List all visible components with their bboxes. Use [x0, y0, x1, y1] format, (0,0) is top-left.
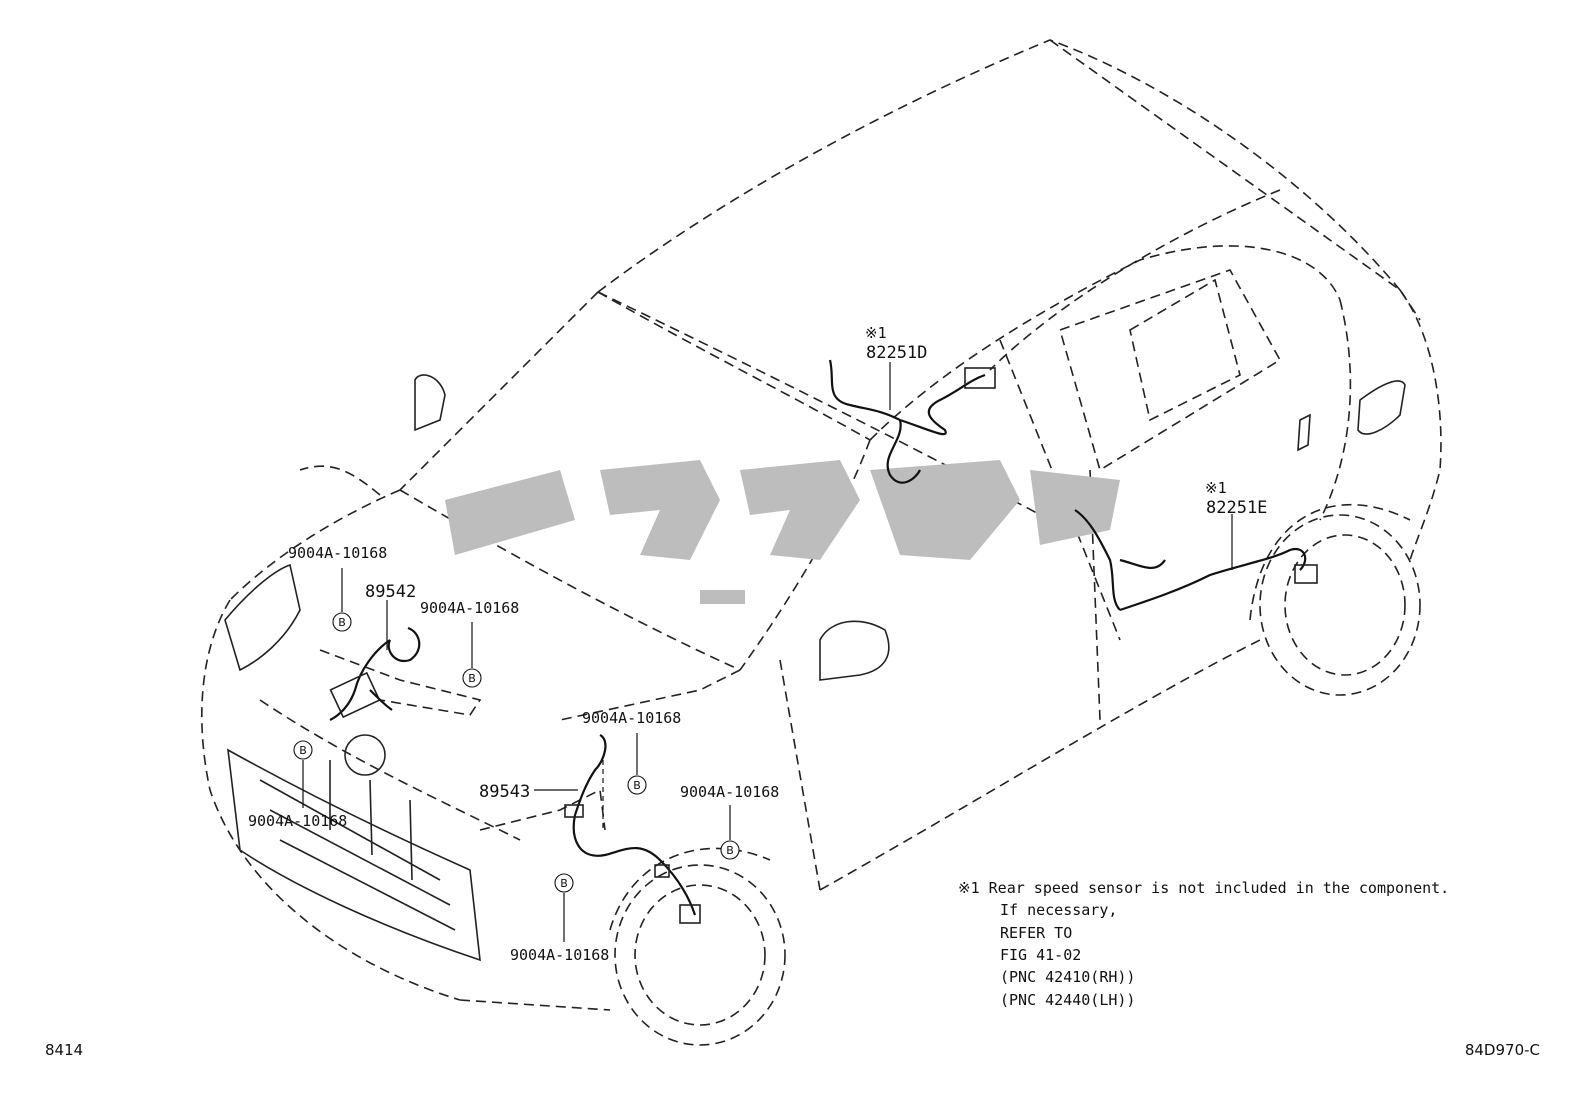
footnote-line: REFER TO [1000, 924, 1072, 942]
svg-text:B: B [338, 616, 346, 629]
footnote-line: ※1 Rear speed sensor is not included in … [958, 879, 1449, 897]
footnote-line: If necessary, [1000, 901, 1117, 919]
clip-marker: B [293, 740, 313, 760]
wire-89542 [329, 626, 421, 721]
svg-text:B: B [560, 877, 568, 890]
footnote-line: FIG 41-02 [1000, 946, 1081, 964]
label-clip-9004a-10168: 9004A-10168 [582, 709, 681, 727]
svg-text:B: B [633, 779, 641, 792]
clip-marker: B [720, 840, 740, 860]
wire-82251e [1074, 509, 1318, 612]
note-marker: ※1 [1205, 479, 1227, 497]
leader-lines [302, 362, 1233, 942]
label-clip-9004a-10168: 9004A-10168 [680, 783, 779, 801]
watermark-logo [445, 460, 1120, 604]
svg-text:B: B [468, 672, 476, 685]
label-part-89542: 89542 [365, 582, 416, 602]
wire-89543 [564, 734, 701, 924]
svg-text:B: B [726, 844, 734, 857]
footnote-line: (PNC 42410(RH)) [1000, 968, 1135, 986]
wire-82251d [828, 359, 996, 484]
clip-marker: B [462, 668, 482, 688]
clip-marker: B [554, 873, 574, 893]
figure-code-right: 84D970-C [1465, 1041, 1540, 1059]
page-code-left: 8414 [45, 1041, 83, 1059]
label-part-82251e: 82251E [1206, 498, 1267, 518]
clip-marker: B [627, 775, 647, 795]
label-clip-9004a-10168: 9004A-10168 [248, 812, 347, 830]
label-clip-9004a-10168: 9004A-10168 [420, 599, 519, 617]
footnote: ※1 Rear speed sensor is not included in … [958, 879, 1449, 1009]
label-clip-9004a-10168: 9004A-10168 [510, 946, 609, 964]
footnote-line: (PNC 42440(LH)) [1000, 991, 1135, 1009]
clip-marker: B [332, 612, 352, 632]
label-part-82251d: 82251D [866, 343, 927, 363]
note-marker: ※1 [865, 324, 887, 342]
svg-text:B: B [299, 744, 307, 757]
label-clip-9004a-10168: 9004A-10168 [288, 544, 387, 562]
label-part-89543: 89543 [479, 782, 530, 802]
